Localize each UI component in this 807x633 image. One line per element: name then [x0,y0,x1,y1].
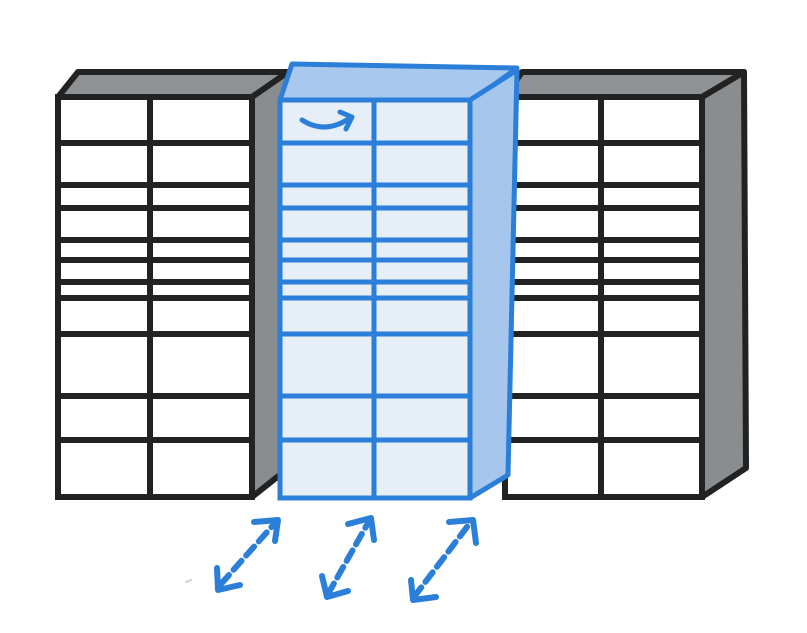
right-cabinet-side [699,69,749,500]
center-cabinet-side [467,67,520,501]
center-cabinet [277,61,520,501]
curved-arrow-icon [299,109,355,132]
double-headed-diagonal-arrow-icon [408,517,479,603]
left-cabinet [55,69,291,500]
double-headed-diagonal-arrow-icon [319,515,377,600]
stray-mark [185,579,192,583]
double-headed-diagonal-arrow-icon [214,517,281,593]
left-cabinet-grid [58,97,252,497]
right-cabinet [502,69,749,500]
center-cabinet-grid [280,100,470,498]
right-cabinet-grid [505,97,702,497]
move-arrows [214,515,479,603]
